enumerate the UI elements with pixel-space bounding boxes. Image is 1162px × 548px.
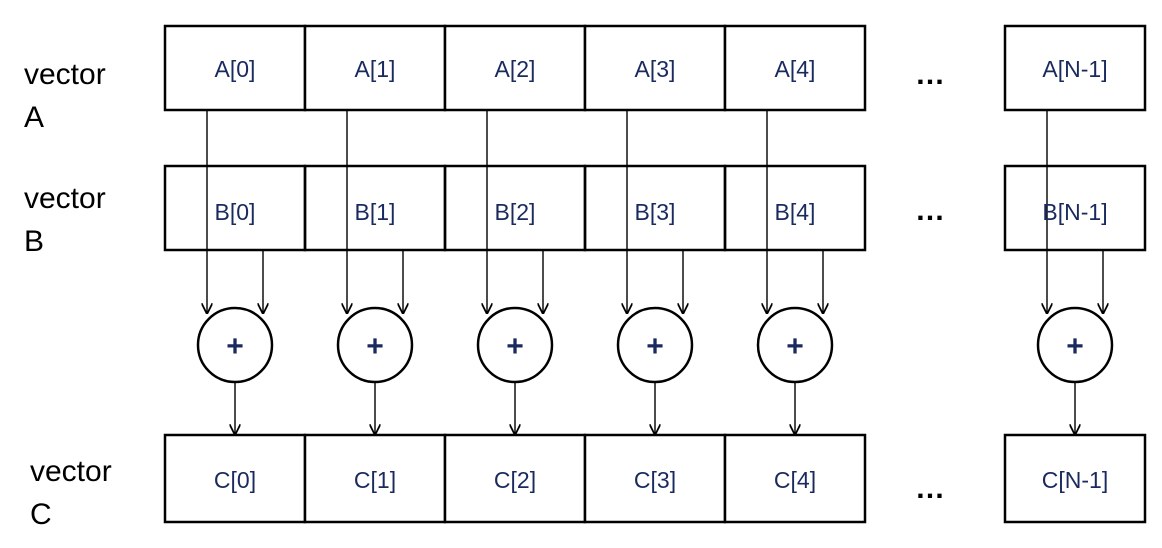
vector-c-cell: C[0]	[163, 433, 307, 524]
adder-node: +	[476, 306, 554, 384]
cell-label: B[1]	[355, 199, 396, 225]
vector-a-cell: A[4]	[723, 24, 867, 112]
vector-c-row: C[0] C[1] C[2] C[3] C[4] C[N-1]	[163, 433, 1147, 524]
vector-c-cell: C[1]	[303, 433, 447, 524]
plus-symbol: +	[366, 330, 384, 363]
plus-symbol: +	[506, 330, 524, 363]
cell-label: B[2]	[495, 199, 536, 225]
vector-a-ellipsis: …	[915, 58, 945, 91]
vector-b-cell: B[2]	[443, 164, 587, 252]
cell-label: B[3]	[635, 199, 676, 225]
vector-b-cell: B[N-1]	[1003, 164, 1147, 252]
plus-symbol: +	[786, 330, 804, 363]
vector-b-cell: B[1]	[303, 164, 447, 252]
vector-c-label-word: vector	[30, 455, 112, 488]
cell-label: A[N-1]	[1042, 56, 1107, 82]
vector-b-label-name: B	[24, 225, 44, 258]
vector-a-cell: A[3]	[583, 24, 727, 112]
cell-label: A[1]	[355, 56, 396, 82]
vector-b-row: B[0] B[1] B[2] B[3] B[4] B[N-1]	[163, 164, 1147, 252]
cell-label: C[0]	[214, 467, 256, 493]
vector-a-row: A[0] A[1] A[2] A[3] A[4] A[N-1]	[163, 24, 1147, 112]
adder-node: +	[196, 306, 274, 384]
cell-label: B[N-1]	[1042, 199, 1107, 225]
cell-label: C[2]	[494, 467, 536, 493]
vector-c-ellipsis: …	[915, 472, 945, 505]
cell-label: A[2]	[495, 56, 536, 82]
adder-node: +	[616, 306, 694, 384]
vector-c-cell: C[2]	[443, 433, 587, 524]
vector-a-label-word: vector	[24, 58, 106, 91]
vector-c-cell: C[4]	[723, 433, 867, 524]
adder-row: + + + + + +	[196, 306, 1114, 384]
vector-b-cell: B[3]	[583, 164, 727, 252]
vector-a-cell: A[N-1]	[1003, 24, 1147, 112]
plus-symbol: +	[646, 330, 664, 363]
cell-label: A[4]	[775, 56, 816, 82]
vector-c-label-name: C	[30, 498, 52, 531]
cell-label: A[3]	[635, 56, 676, 82]
vector-c-cell: C[3]	[583, 433, 727, 524]
vector-c-cell: C[N-1]	[1003, 433, 1147, 524]
plus-symbol: +	[1066, 330, 1084, 363]
vector-b-ellipsis: …	[915, 194, 945, 227]
vector-a-label-name: A	[24, 101, 44, 134]
cell-label: B[0]	[215, 199, 256, 225]
wire-layer	[207, 110, 1103, 434]
cell-label: C[3]	[634, 467, 676, 493]
cell-label: C[N-1]	[1042, 467, 1108, 493]
vector-b-label-word: vector	[24, 182, 106, 215]
cell-label: C[4]	[774, 467, 816, 493]
vector-b-cell: B[0]	[163, 164, 307, 252]
vector-a-cell: A[0]	[163, 24, 307, 112]
vector-b-cell: B[4]	[723, 164, 867, 252]
vector-a-cell: A[1]	[303, 24, 447, 112]
adder-node: +	[336, 306, 414, 384]
vector-a-cell: A[2]	[443, 24, 587, 112]
plus-symbol: +	[226, 330, 244, 363]
cell-label: C[1]	[354, 467, 396, 493]
adder-node: +	[1036, 306, 1114, 384]
cell-label: A[0]	[215, 56, 256, 82]
adder-node: +	[756, 306, 834, 384]
cell-label: B[4]	[775, 199, 816, 225]
